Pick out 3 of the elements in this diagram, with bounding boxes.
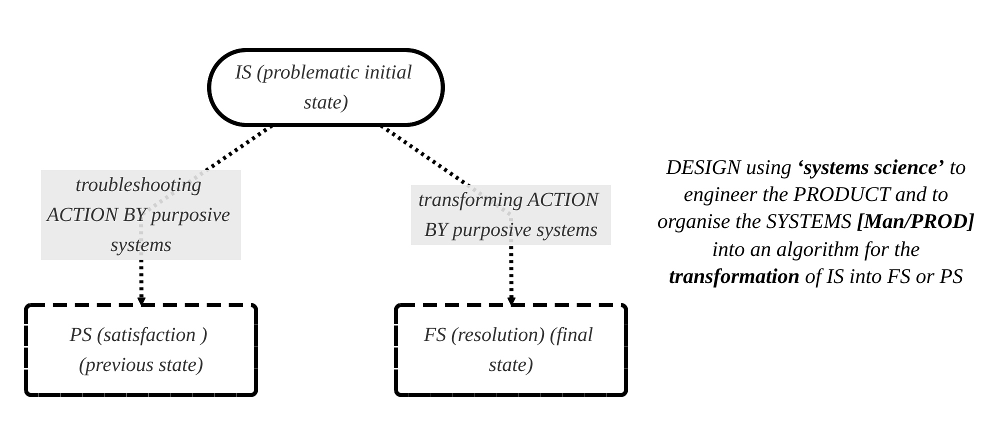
edge-label: troubleshooting ACTION BY purposive systems: [46, 174, 230, 256]
design-note: DESIGN using ‘systems science’ to engineer the PRODUCT and to organise the SYSTEMS [Man/PROD] into an algorithm for the transformation of IS into FS or PS: [656, 154, 976, 290]
edge-label: transforming ACTION BY purposive systems: [418, 188, 599, 240]
